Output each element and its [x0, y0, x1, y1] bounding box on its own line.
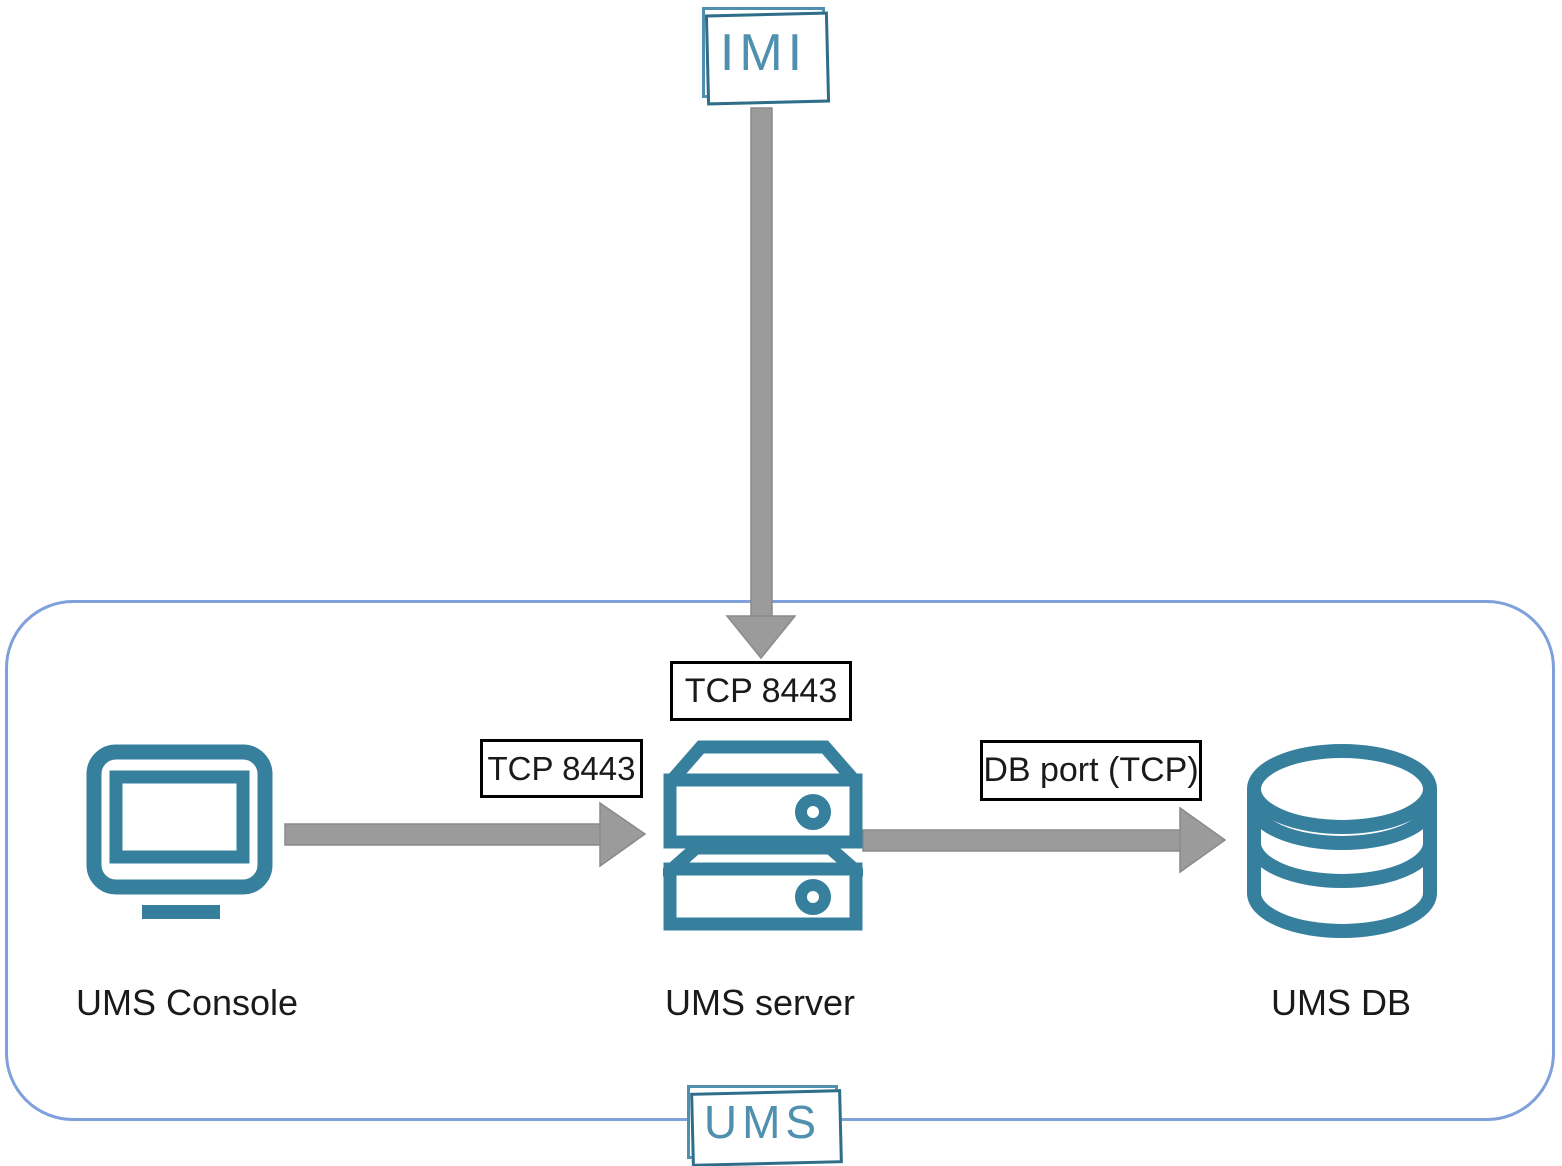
- imi-node-label: IMI: [719, 23, 808, 82]
- ums-container-tag: UMS: [687, 1085, 838, 1159]
- server-icon: [663, 740, 863, 931]
- node-label-ums-db: UMS DB: [1270, 982, 1411, 1023]
- port-label-text: DB port (TCP): [983, 751, 1199, 789]
- port-label-console-to-server: TCP 8443: [480, 739, 643, 798]
- port-label-server-to-db: DB port (TCP): [980, 740, 1202, 801]
- port-label-text: TCP 8443: [487, 749, 636, 787]
- port-label-imi-to-server: TCP 8443: [670, 661, 852, 721]
- down-arrow-imi-to-server: [725, 107, 797, 660]
- node-label-ums-console: UMS Console: [75, 982, 299, 1023]
- database-icon: [1247, 744, 1437, 938]
- port-label-text: TCP 8443: [684, 671, 838, 710]
- ums-container-label: UMS: [703, 1096, 822, 1148]
- imi-node: IMI: [702, 7, 825, 98]
- node-label-ums-server: UMS server: [664, 982, 856, 1023]
- monitor-icon: [86, 744, 273, 919]
